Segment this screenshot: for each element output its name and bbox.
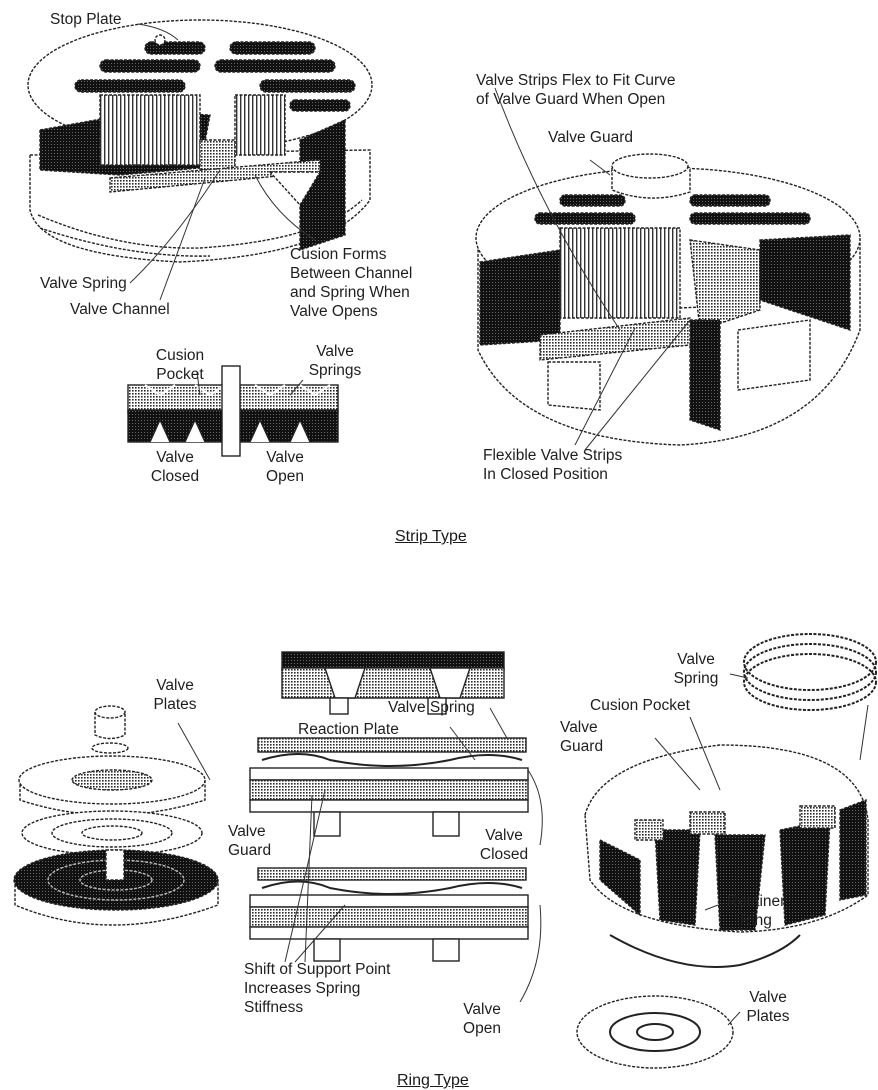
retainer-ring-line-1: Retainer [726, 893, 786, 910]
label-strip-valve-open: Valve Open [255, 448, 315, 486]
label-strips-flex: Valve Strips Flex to Fit Curve of Valve … [476, 71, 676, 109]
valve-guard-mid-line-2: Guard [228, 842, 272, 859]
cushion-forms-line-3: and Spring When [290, 284, 410, 301]
ring-valve-middle [249, 651, 529, 962]
cushion-pocket-line-2: Pocket [156, 366, 204, 383]
valve-springs-line-2: Springs [308, 362, 362, 379]
shift-support-line-2: Increases Spring [244, 980, 361, 997]
label-retainer-ring: Retainer Ring [716, 892, 796, 930]
ring-closed-line-2: Closed [479, 846, 529, 863]
valve-spring-right-line-2: Spring [673, 670, 719, 687]
valve-guard-right-line-1: Valve [560, 719, 598, 736]
label-valve-channel: Valve Channel [70, 301, 170, 318]
label-stop-plate: Stop Plate [50, 11, 122, 28]
cushion-forms-line-2: Between Channel [290, 265, 413, 282]
label-strip-valve-closed: Valve Closed [140, 448, 210, 486]
label-valve-plates-left: Valve Plates [140, 676, 210, 714]
ring-open-line-1: Valve [463, 1001, 501, 1018]
caption-strip-type: Strip Type [395, 528, 467, 545]
label-valve-guard-right: Valve Guard [560, 718, 603, 756]
valve-plates-left-line-2: Plates [153, 696, 197, 713]
label-shift-support: Shift of Support Point Increases Spring … [244, 960, 390, 1017]
cushion-forms-line-1: Cusion Forms [290, 246, 387, 263]
valve-plates-right-line-2: Plates [746, 1008, 790, 1025]
label-cushion-forms: Cusion Forms Between Channel and Spring … [290, 245, 412, 321]
strip-closed-line-1: Valve [156, 449, 194, 466]
strip-valve-section [127, 365, 339, 457]
label-valve-springs: Valve Springs [300, 342, 370, 380]
strip-valve-right [475, 153, 861, 446]
label-ring-valve-closed: Valve Closed [470, 826, 538, 864]
leader-lines [129, 23, 869, 1026]
shift-support-line-3: Stiffness [244, 999, 304, 1016]
cushion-forms-line-4: Valve Opens [290, 303, 378, 320]
shift-support-line-1: Shift of Support Point [244, 961, 391, 978]
ring-closed-line-1: Valve [485, 827, 523, 844]
label-flexible-strips: Flexible Valve Strips In Closed Position [483, 446, 622, 484]
label-reaction-plate: Reaction Plate [298, 721, 399, 738]
valve-plates-right-line-1: Valve [749, 989, 787, 1006]
caption-ring-type: Ring Type [397, 1072, 469, 1089]
cushion-pocket-line-1: Cusion [155, 347, 205, 364]
valve-guard-mid-line-1: Valve [228, 823, 266, 840]
flexible-strips-line-2: In Closed Position [483, 466, 608, 483]
valve-guard-right-line-2: Guard [560, 738, 604, 755]
valve-plates-left-line-1: Valve [156, 677, 194, 694]
label-ring-valve-open: Valve Open [452, 1000, 512, 1038]
label-cushion-pocket: Cusion Pocket [140, 346, 220, 384]
label-valve-guard-mid: Valve Guard [228, 822, 271, 860]
ring-open-line-2: Open [463, 1020, 501, 1037]
valve-spring-right-line-1: Valve [677, 651, 715, 668]
label-valve-plates-right: Valve Plates [738, 988, 798, 1026]
label-valve-spring-mid: Valve Spring [388, 699, 475, 716]
label-cushion-pocket-ring: Cusion Pocket [590, 697, 690, 714]
strip-open-line-2: Open [266, 468, 304, 485]
valve-springs-line-1: Valve [316, 343, 354, 360]
ring-valve-right [576, 633, 877, 1069]
strip-valve-left [27, 19, 373, 263]
label-valve-spring-right: Valve Spring [663, 650, 729, 688]
strips-flex-line-1: Valve Strips Flex to Fit Curve [476, 72, 676, 89]
flexible-strips-line-1: Flexible Valve Strips [483, 447, 623, 464]
label-valve-spring: Valve Spring [40, 275, 127, 292]
strip-closed-line-2: Closed [150, 468, 200, 485]
retainer-ring-line-2: Ring [740, 912, 772, 929]
label-valve-guard-strip: Valve Guard [548, 129, 634, 146]
ring-valve-left [13, 705, 219, 926]
strips-flex-line-2: of Valve Guard When Open [476, 91, 666, 108]
strip-open-line-1: Valve [266, 449, 304, 466]
